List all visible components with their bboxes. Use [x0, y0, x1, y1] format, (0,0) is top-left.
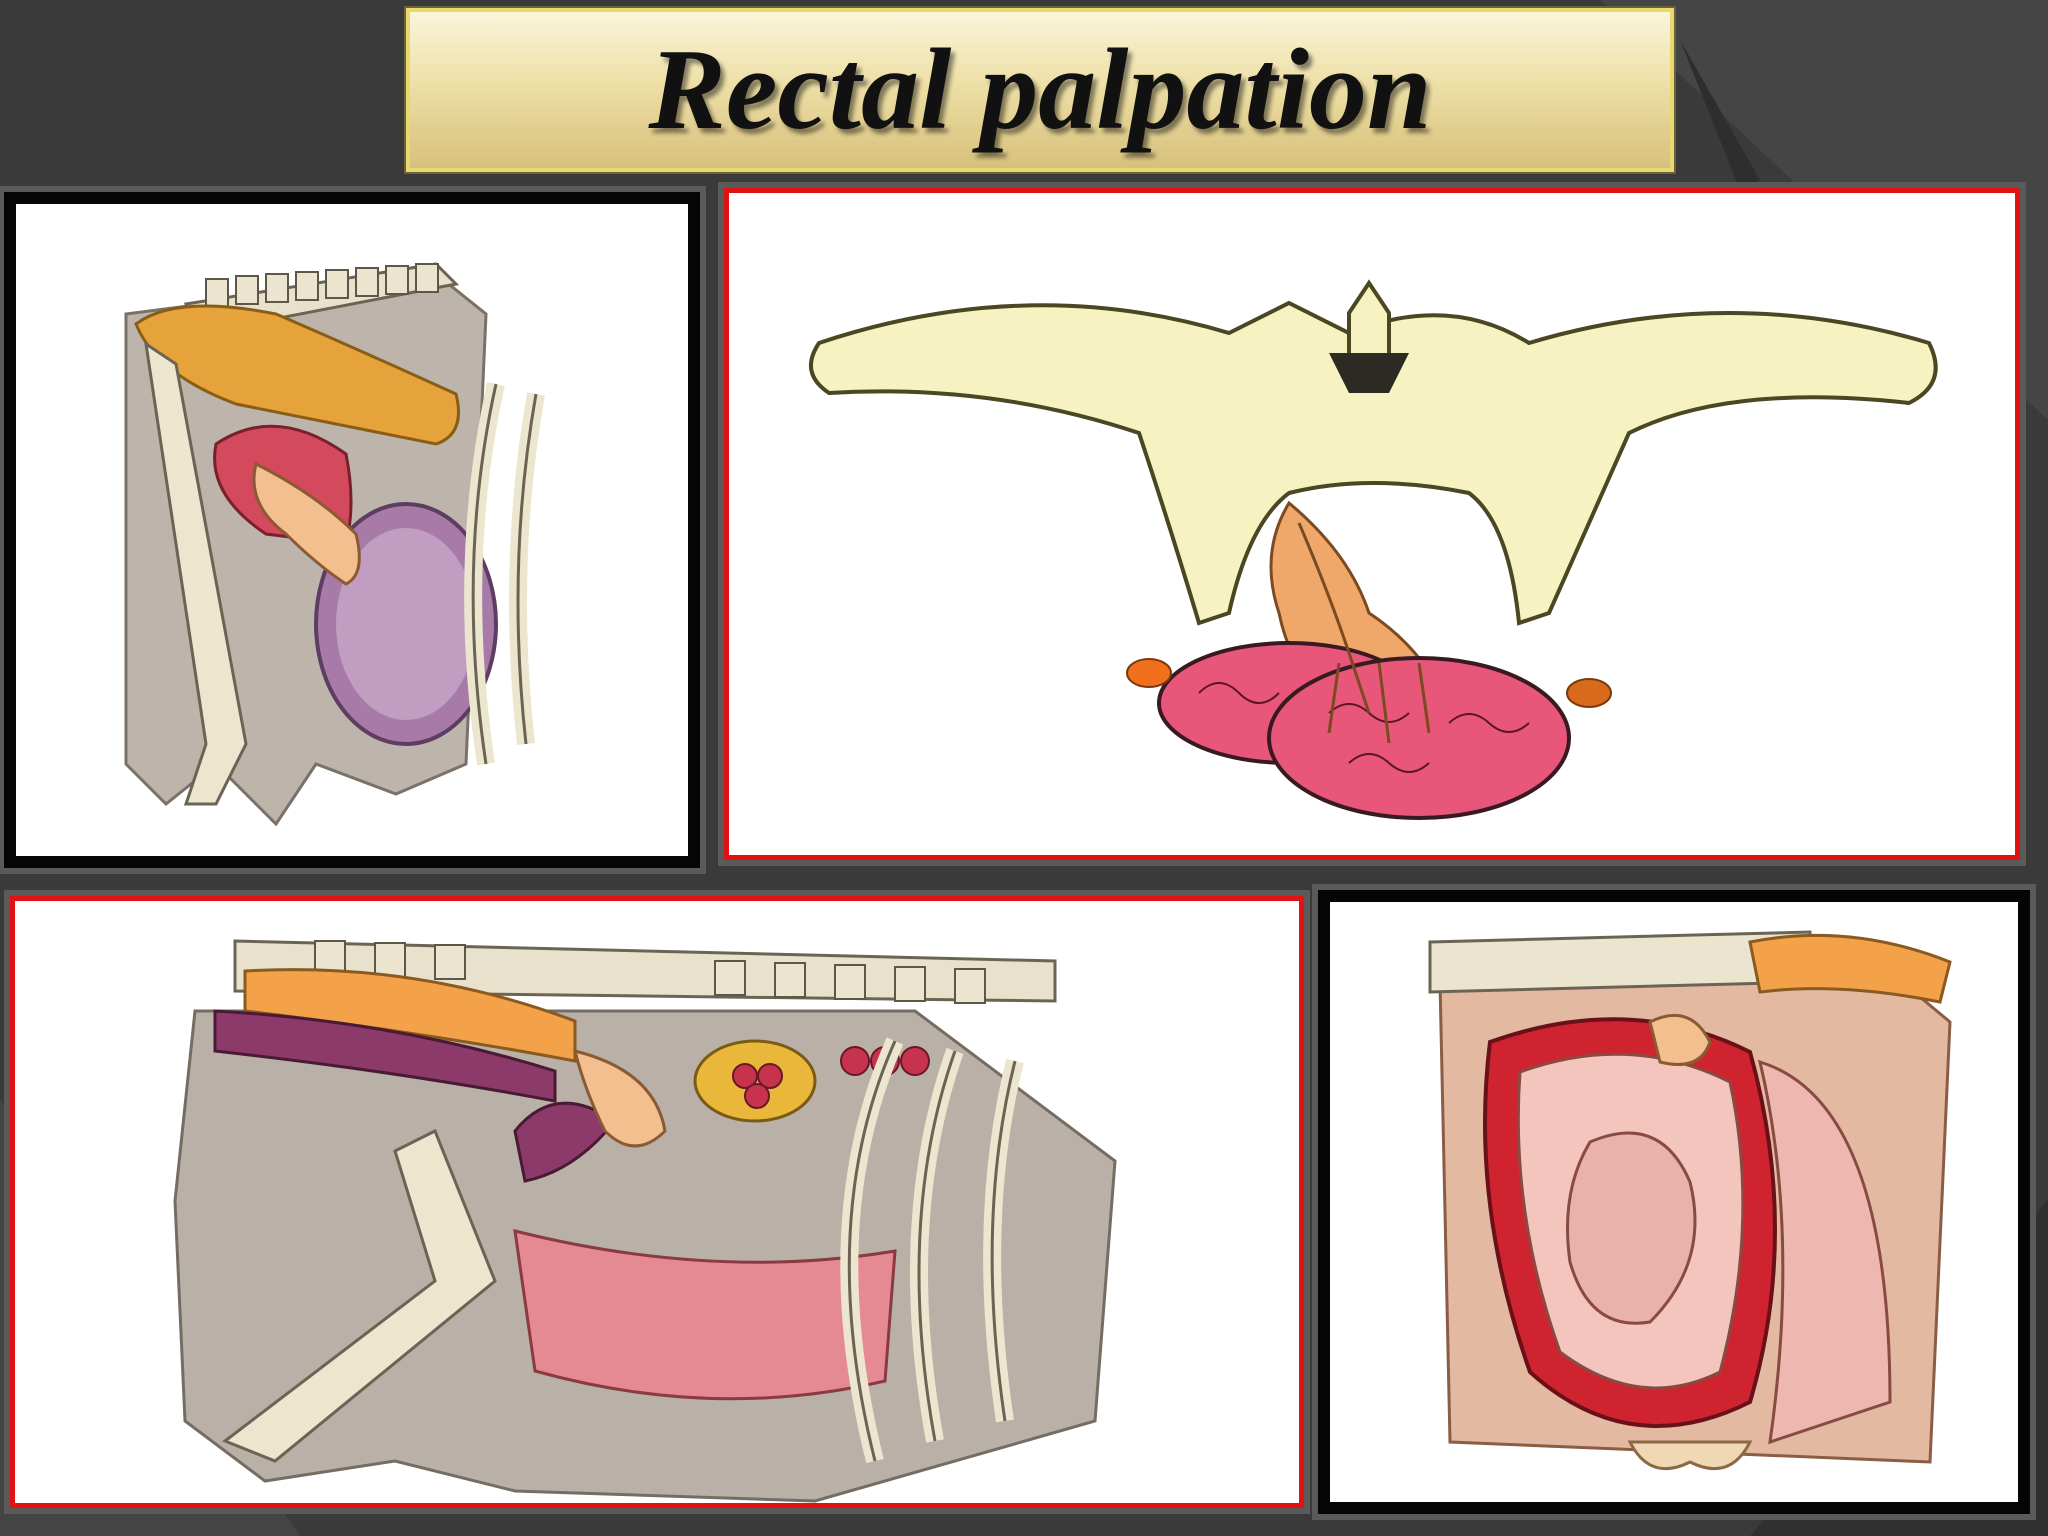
abdomen-lateral-illustration [173, 939, 1117, 1503]
illustration-panel-uterus-fetus [1318, 890, 2030, 1514]
title-banner: Rectal palpation [406, 8, 1674, 172]
illustration-panel-abdomen-lateral [10, 896, 1304, 1508]
slide-title: Rectal palpation [648, 25, 1432, 154]
pelvis-lateral-illustration [124, 262, 545, 827]
uterus-fetus-illustration [1428, 930, 1952, 1471]
pelvis-front-illustration [809, 279, 1938, 820]
illustration-panel-pelvis-front [724, 188, 2020, 860]
illustration-panel-pelvis-lateral [4, 192, 700, 868]
